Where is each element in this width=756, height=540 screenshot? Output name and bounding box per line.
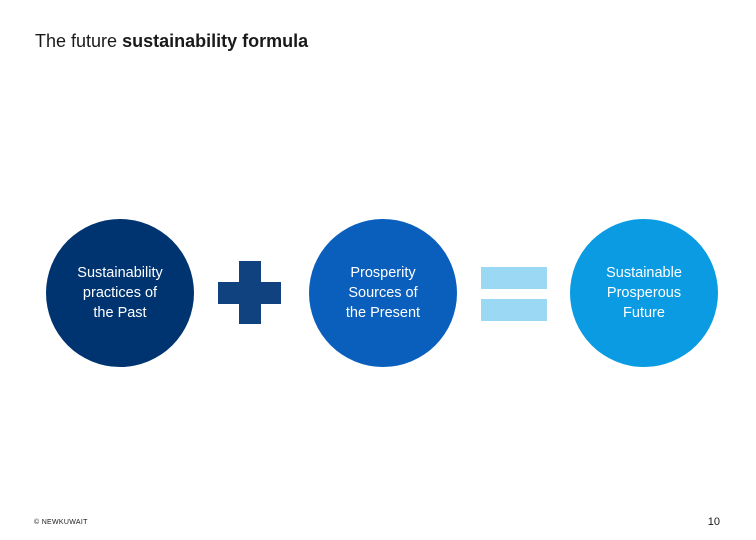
slide-title: The future sustainability formula — [35, 30, 308, 52]
title-prefix: The future — [35, 31, 118, 51]
circle-present-line-1: Prosperity — [350, 265, 416, 281]
circle-past-line-2: practices of — [82, 285, 158, 301]
page-number: 10 — [707, 516, 720, 528]
circle-future-line-3: Future — [623, 305, 665, 321]
circle-present: Prosperity Sources of the Present — [309, 219, 457, 367]
title-bold: sustainability formula — [122, 31, 309, 51]
circle-present-line-2: Sources of — [348, 285, 418, 301]
circle-past-line-1: Sustainability — [77, 265, 163, 281]
equals-icon-bottom-bar — [481, 299, 547, 321]
circle-future-line-1: Sustainable — [606, 265, 682, 281]
circle-past-line-3: the Past — [93, 305, 147, 321]
circle-present-line-3: the Present — [345, 305, 421, 321]
circle-future-line-2: Prosperous — [606, 285, 682, 301]
circle-future: Sustainable Prosperous Future — [570, 219, 718, 367]
circle-past: Sustainability practices of the Past — [46, 219, 194, 367]
equals-icon-top-bar — [481, 267, 547, 289]
footer-copyright: © NEWKUWAIT — [34, 519, 88, 526]
plus-icon-horizontal — [218, 282, 281, 304]
